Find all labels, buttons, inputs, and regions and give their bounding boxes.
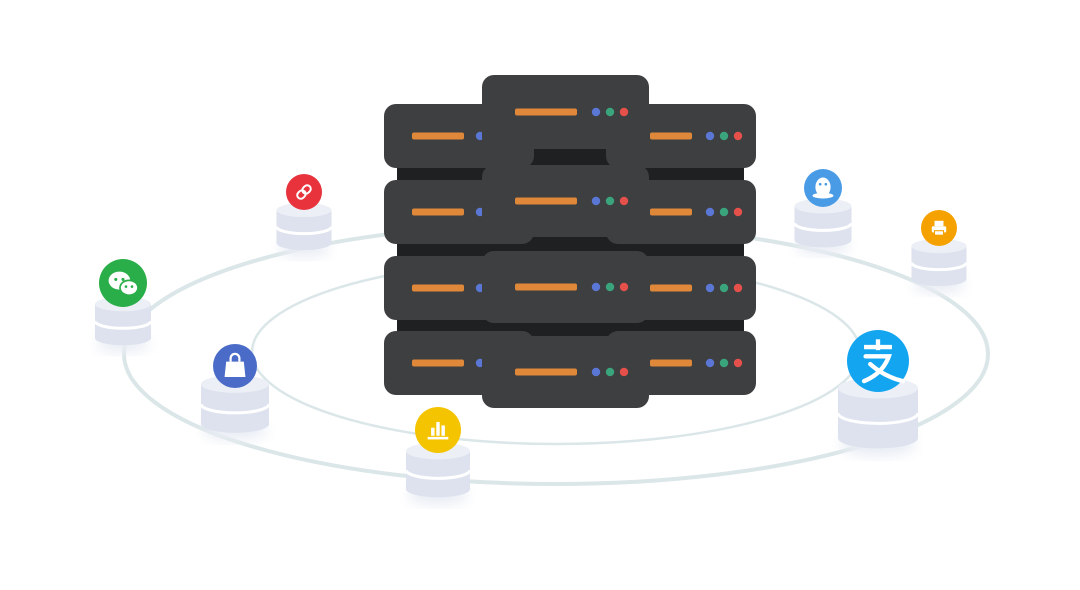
server-led-indicator — [605, 367, 615, 377]
center-server-unit — [482, 251, 649, 323]
cylinder-bottom — [201, 415, 269, 433]
server-led-indicator — [591, 367, 601, 377]
cylinder-band — [275, 226, 333, 236]
server-led-indicator — [719, 131, 729, 141]
server-status-bar — [515, 368, 577, 376]
server-status-bar — [650, 284, 692, 292]
qq-penguin-icon — [804, 169, 842, 207]
server-led-indicator — [705, 131, 715, 141]
printer-database-node — [910, 210, 968, 294]
server-status-bar — [650, 132, 692, 140]
alipay-icon — [847, 330, 909, 392]
server-status-bar — [650, 208, 692, 216]
bag-glyph — [224, 352, 246, 377]
server-led-indicator — [733, 283, 743, 293]
server-status-bar — [412, 132, 464, 140]
shopping-bag-icon — [213, 344, 257, 388]
server-rack-stack — [384, 75, 756, 408]
cylinder-band — [93, 320, 153, 330]
shopping-bag-database-node — [199, 344, 271, 441]
server-status-bar — [412, 359, 464, 367]
link-database-node — [275, 174, 333, 258]
wechat-icon — [99, 259, 147, 307]
server-led-indicator — [619, 107, 629, 117]
server-led-indicator — [705, 358, 715, 368]
database-nodes — [93, 169, 968, 505]
server-led-indicator — [619, 196, 629, 206]
bar-chart-icon — [415, 407, 461, 453]
server-led-indicator — [733, 131, 743, 141]
cylinder-bottom — [95, 330, 151, 346]
server-led-indicator — [733, 358, 743, 368]
cylinder-band — [793, 222, 853, 232]
cylinder-bottom — [911, 271, 967, 287]
server-led-indicator — [733, 207, 743, 217]
cylinder-band — [836, 412, 920, 425]
server-led-indicator — [591, 107, 601, 117]
server-status-bar — [412, 284, 464, 292]
server-led-indicator — [605, 282, 615, 292]
wechat-database-node — [93, 259, 153, 353]
printer-icon — [921, 210, 957, 246]
link-icon — [286, 174, 322, 210]
server-status-bar — [412, 208, 464, 216]
server-status-bar — [515, 108, 577, 116]
server-led-indicator — [719, 283, 729, 293]
server-led-indicator — [619, 367, 629, 377]
server-status-bar — [515, 283, 577, 291]
cylinder-bottom — [276, 235, 332, 251]
server-led-indicator — [719, 358, 729, 368]
server-led-indicator — [591, 282, 601, 292]
center-server-unit — [482, 165, 649, 237]
server-led-indicator — [605, 196, 615, 206]
cylinder-bottom — [794, 232, 852, 248]
server-led-indicator — [705, 283, 715, 293]
server-led-indicator — [619, 282, 629, 292]
server-status-bar — [515, 197, 577, 205]
server-status-bar — [650, 359, 692, 367]
cylinder-bottom — [406, 480, 470, 498]
link-glyph — [296, 184, 312, 200]
cylinder-band — [199, 403, 271, 415]
qq-penguin-database-node — [793, 169, 853, 255]
server-led-indicator — [605, 107, 615, 117]
cylinder-bottom — [838, 427, 918, 449]
alipay-database-node — [836, 330, 920, 457]
center-server-unit — [482, 336, 649, 408]
server-led-indicator — [705, 207, 715, 217]
center-server-unit — [482, 75, 649, 149]
printer-glyph — [931, 220, 947, 236]
alipay-glyph — [861, 339, 905, 384]
bar-chart-database-node — [404, 407, 472, 505]
wechat-glyph — [108, 271, 139, 297]
penguin-glyph — [812, 177, 834, 199]
cylinder-band — [404, 469, 472, 480]
server-led-indicator — [591, 196, 601, 206]
server-led-indicator — [719, 207, 729, 217]
cylinder-band — [910, 262, 968, 272]
bar-chart-glyph — [427, 421, 449, 440]
